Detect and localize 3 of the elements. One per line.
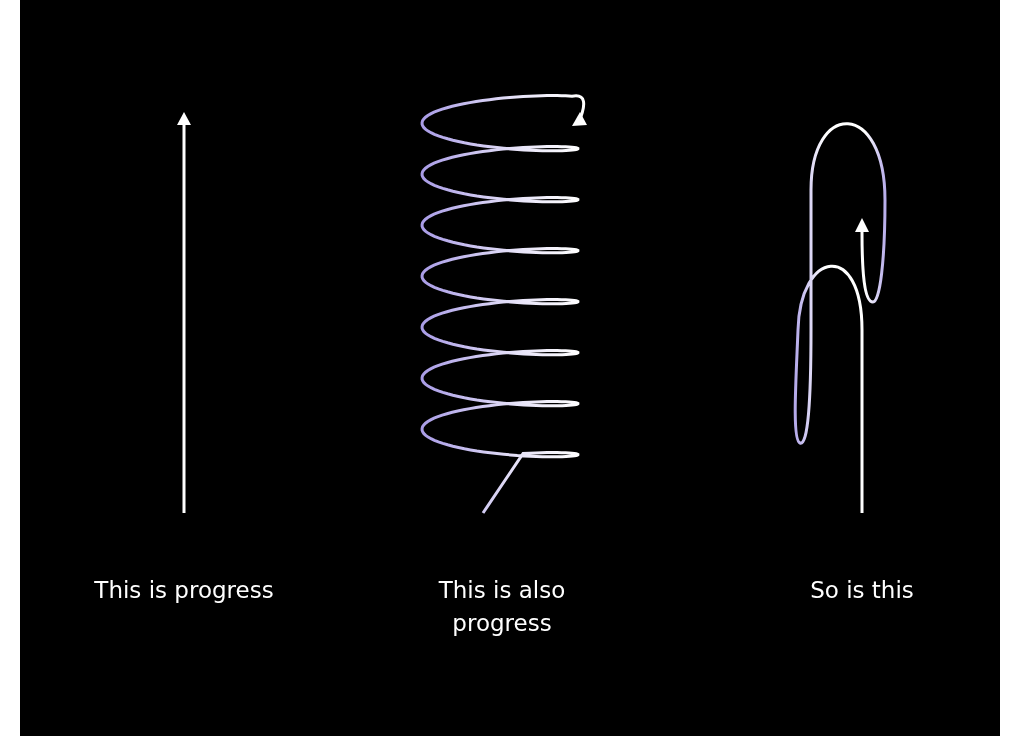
progress-caption: So is this [809,576,915,605]
progress-caption: This is progress [93,576,275,605]
progress-caption: This is also progress [437,576,567,638]
